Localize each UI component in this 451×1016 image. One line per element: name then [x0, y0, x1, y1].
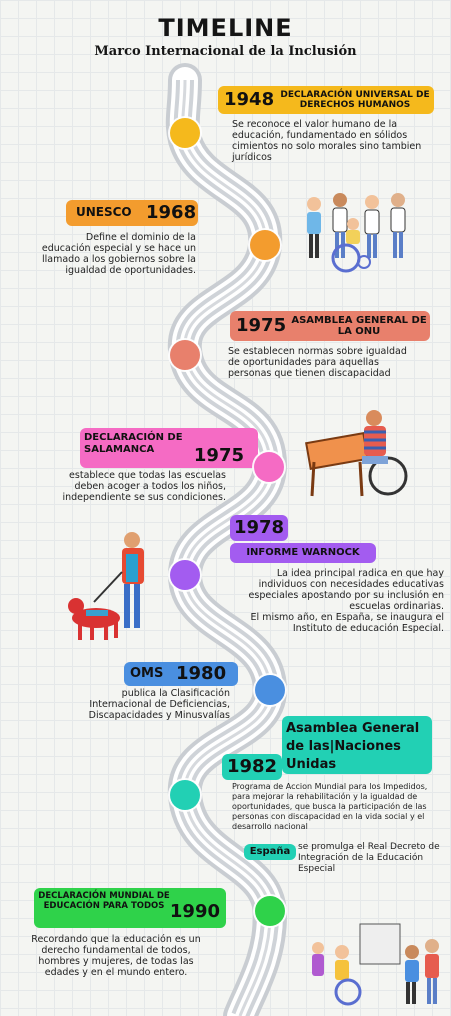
- espana-description: se promulga el Real Decreto de Integraci…: [298, 842, 440, 874]
- timeline-dot-1990: [255, 896, 285, 926]
- event-1982-year-label: 1982: [222, 754, 282, 780]
- event-1948-label: 1948 DECLARACIÓN UNIVERSAL DE DERECHOS H…: [218, 86, 434, 114]
- event-heading: DECLARACIÓN MUNDIAL DE EDUCACIÓN PARA TO…: [38, 891, 170, 911]
- event-1975-salamanca-label: DECLARACIÓN DE SALAMANCA 1975: [80, 428, 258, 468]
- event-year: 1980: [176, 662, 227, 684]
- event-description: La idea principal radica en que hay indi…: [248, 568, 444, 634]
- timeline-dot-1975-onu: [170, 340, 200, 370]
- page-subtitle: Marco Internacional de la Inclusión: [94, 44, 357, 59]
- event-description: publica la Clasificación Internacional d…: [88, 688, 230, 721]
- event-description: Se establecen normas sobre igualdad de o…: [228, 346, 407, 379]
- espana-tag-label: España: [249, 846, 291, 858]
- event-1982-heading-label: Asamblea General de las|Naciones Unidas: [282, 716, 432, 774]
- event-heading: DECLARACIÓN DE SALAMANCA: [84, 432, 183, 455]
- event-year: 1982: [226, 755, 278, 777]
- timeline-dot-1975-salamanca: [254, 452, 284, 482]
- event-1990-label: DECLARACIÓN MUNDIAL DE EDUCACIÓN PARA TO…: [34, 888, 226, 928]
- event-year: 1948: [224, 88, 275, 110]
- event-year: 1968: [146, 201, 197, 223]
- event-1975-onu-label: 1975 ASAMBLEA GENERAL DE LA ONU: [230, 311, 430, 341]
- timeline-dot-1968: [250, 230, 280, 260]
- blind-person-with-guide-dog-illustration: [68, 532, 144, 640]
- timeline-dot-1978: [170, 560, 200, 590]
- event-description: Programa de Accion Mundial para los Impe…: [232, 782, 428, 831]
- event-year: 1975: [193, 445, 244, 466]
- event-heading: Asamblea General de las|Naciones Unidas: [286, 721, 420, 772]
- timeline-dot-1982: [170, 780, 200, 810]
- event-heading: ASAMBLEA GENERAL DE LA ONU: [291, 314, 427, 338]
- classroom-illustration: [312, 923, 439, 1006]
- event-1980-label: OMS 1980: [124, 662, 238, 686]
- event-heading: UNESCO: [76, 205, 132, 220]
- timeline-dot-1980: [255, 675, 285, 705]
- espana-tag: España: [244, 844, 296, 860]
- event-heading: DECLARACIÓN UNIVERSAL DE DERECHOS HUMANO…: [280, 89, 430, 110]
- event-year: 1978: [233, 516, 285, 538]
- event-year: 1990: [169, 901, 220, 922]
- group-of-people-illustration: [307, 193, 406, 273]
- event-heading: INFORME WARNOCK: [246, 547, 360, 559]
- event-1978-heading-label: INFORME WARNOCK: [230, 543, 376, 563]
- event-description: Recordando que la educación es un derech…: [31, 934, 201, 978]
- event-description: Define el dominio de la educación especi…: [41, 232, 196, 276]
- event-description: Se reconoce el valor humano de la educac…: [232, 119, 422, 163]
- event-year: 1975: [236, 314, 287, 336]
- event-description: establece que todas las escuelas deben a…: [62, 470, 226, 503]
- wheelchair-student-illustration: [305, 410, 408, 497]
- page-title: TIMELINE: [158, 14, 293, 42]
- event-heading: OMS: [130, 665, 164, 681]
- timeline-dot-1948: [170, 118, 200, 148]
- event-1978-year-label: 1978: [230, 515, 288, 541]
- event-1968-label: UNESCO 1968: [66, 200, 198, 226]
